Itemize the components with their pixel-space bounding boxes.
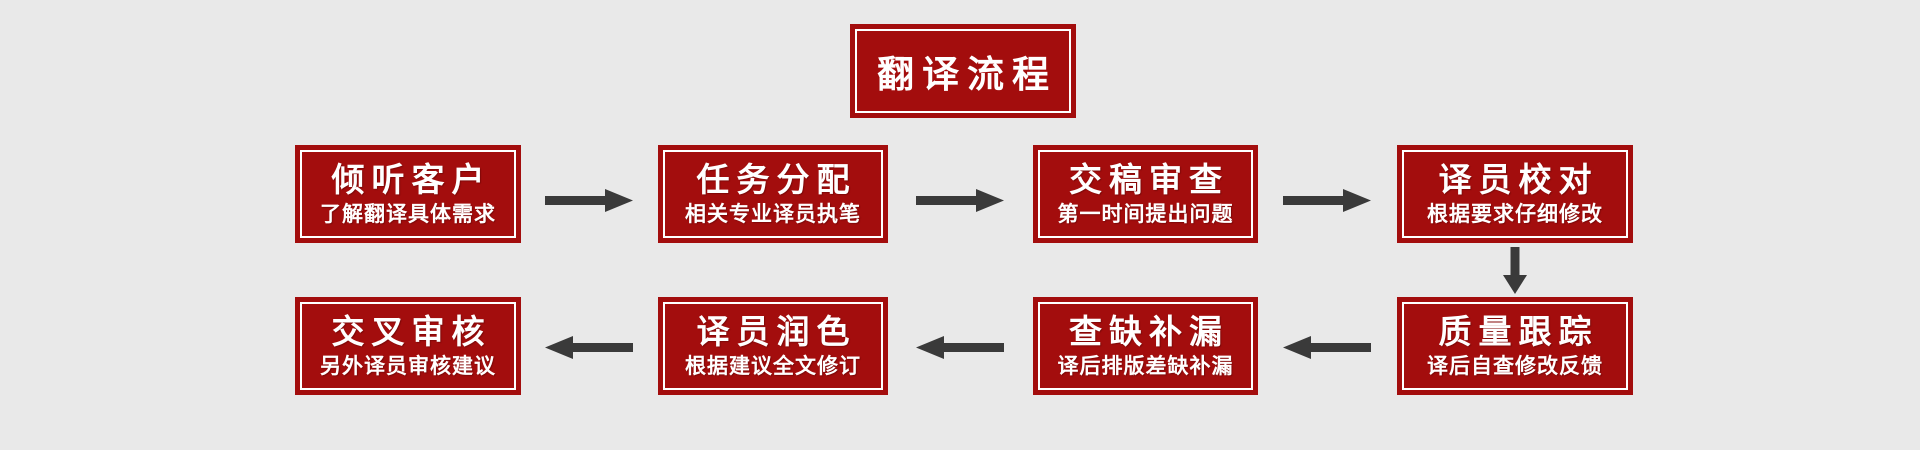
- arrow-right-icon: [1282, 188, 1372, 213]
- step-subtitle: 译后排版差缺补漏: [1057, 354, 1234, 378]
- arrow-right-icon: [544, 188, 634, 213]
- arrow-left-icon: [1282, 335, 1372, 360]
- flowchart-title: 翻译流程: [855, 29, 1071, 113]
- step-title: 倾听客户: [331, 160, 492, 198]
- step-gap-filling: 查缺补漏 译后排版差缺补漏: [1033, 297, 1258, 395]
- step-subtitle: 第一时间提出问题: [1057, 202, 1234, 226]
- arrow-left-icon: [544, 335, 634, 360]
- step-subtitle: 另外译员审核建议: [320, 354, 496, 378]
- step-title: 交稿审查: [1069, 160, 1229, 198]
- step-title: 查缺补漏: [1069, 312, 1229, 350]
- step-draft-review: 交稿审查 第一时间提出问题: [1033, 145, 1258, 243]
- step-subtitle: 根据建议全文修订: [685, 354, 861, 378]
- step-translator-polish: 译员润色 根据建议全文修订: [658, 297, 888, 395]
- flowchart-title-box: 翻译流程: [850, 24, 1076, 118]
- step-subtitle: 译后自查修改反馈: [1427, 354, 1603, 378]
- step-quality-tracking: 质量跟踪 译后自查修改反馈: [1397, 297, 1633, 395]
- step-title: 交叉审核: [331, 312, 492, 350]
- step-title: 质量跟踪: [1438, 312, 1599, 350]
- arrow-right-icon: [915, 188, 1005, 213]
- step-listen-customer: 倾听客户 了解翻译具体需求: [295, 145, 521, 243]
- arrow-down-icon: [1501, 247, 1529, 295]
- step-title: 任务分配: [696, 160, 857, 198]
- step-subtitle: 相关专业译员执笔: [685, 202, 861, 226]
- step-subtitle: 根据要求仔细修改: [1427, 202, 1603, 226]
- step-subtitle: 了解翻译具体需求: [320, 202, 496, 226]
- step-cross-review: 交叉审核 另外译员审核建议: [295, 297, 521, 395]
- step-translator-proofread: 译员校对 根据要求仔细修改: [1397, 145, 1633, 243]
- step-title: 译员校对: [1438, 160, 1599, 198]
- step-title: 译员润色: [696, 312, 857, 350]
- step-task-assignment: 任务分配 相关专业译员执笔: [658, 145, 888, 243]
- arrow-left-icon: [915, 335, 1005, 360]
